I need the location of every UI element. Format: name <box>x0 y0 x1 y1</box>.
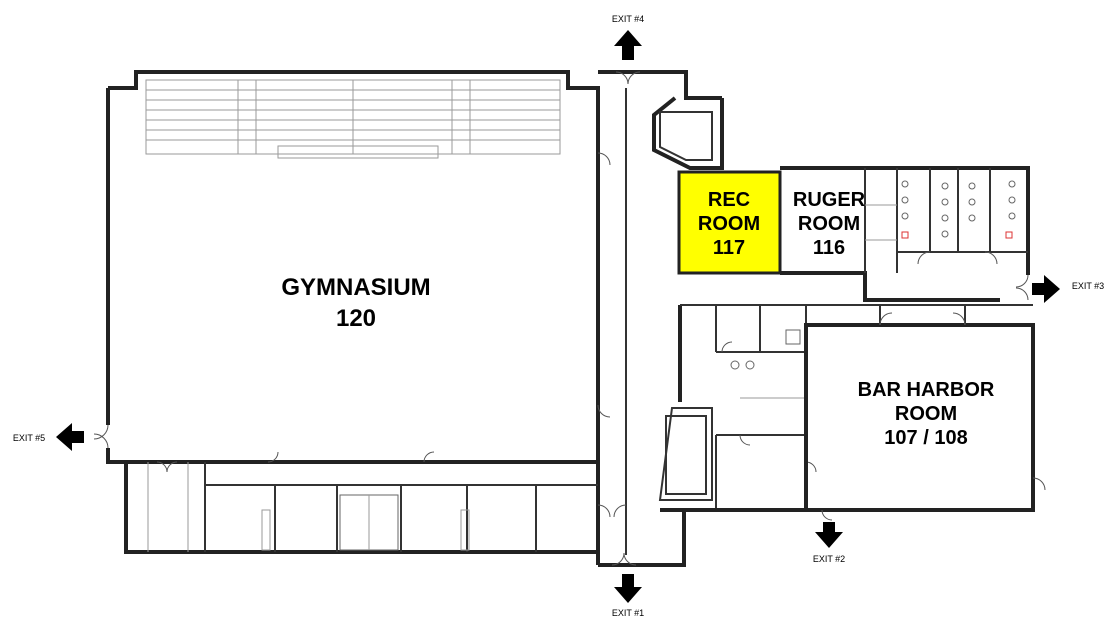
rec-room-highlight <box>677 170 782 275</box>
exit-4: EXIT #4 <box>612 14 644 60</box>
arrow-up-icon <box>614 30 642 60</box>
main-corridor <box>597 70 722 567</box>
ruger-room-name-line2: ROOM <box>798 213 860 235</box>
gymnasium-number: 120 <box>336 305 376 332</box>
lower-middle-rooms <box>658 407 817 512</box>
bar-harbor-room-number: 107 / 108 <box>884 427 967 449</box>
exit-3: EXIT #3 <box>1032 275 1104 303</box>
lobby <box>652 96 724 170</box>
exit-1-label: EXIT #1 <box>612 608 644 618</box>
bar-harbor-room-name-line1: BAR HARBOR <box>858 379 995 401</box>
rec-room-name-line2: ROOM <box>698 213 760 235</box>
exit-5-label: EXIT #5 <box>13 433 45 443</box>
rec-room: REC ROOM 117 <box>677 170 782 275</box>
ruger-room: RUGER ROOM 116 <box>780 166 1030 302</box>
exit-4-label: EXIT #4 <box>612 14 644 24</box>
gymnasium-area <box>93 70 611 565</box>
exit-2: EXIT #2 <box>813 522 845 564</box>
exit-5: EXIT #5 <box>13 423 84 451</box>
middle-offices <box>678 304 807 402</box>
bar-harbor-room-name-line2: ROOM <box>895 403 957 425</box>
arrow-right-icon <box>1032 275 1060 303</box>
arrow-down-icon <box>614 574 642 603</box>
ruger-room-number: 116 <box>813 237 845 259</box>
lower-wing <box>124 461 598 554</box>
exit-2-label: EXIT #2 <box>813 554 845 564</box>
arrow-down-icon <box>815 522 843 548</box>
restroom-fixtures <box>901 180 1016 239</box>
arrow-left-icon <box>56 423 84 451</box>
bar-harbor-room: BAR HARBOR ROOM 107 / 108 <box>804 304 1046 521</box>
gymnasium-name: GYMNASIUM <box>281 274 430 301</box>
exit-3-label: EXIT #3 <box>1072 281 1104 291</box>
rec-room-name-line1: REC <box>708 189 750 211</box>
ruger-room-name-line1: RUGER <box>793 189 866 211</box>
rec-room-number: 117 <box>713 237 745 259</box>
bleachers <box>145 79 561 159</box>
exit-1: EXIT #1 <box>612 574 644 618</box>
